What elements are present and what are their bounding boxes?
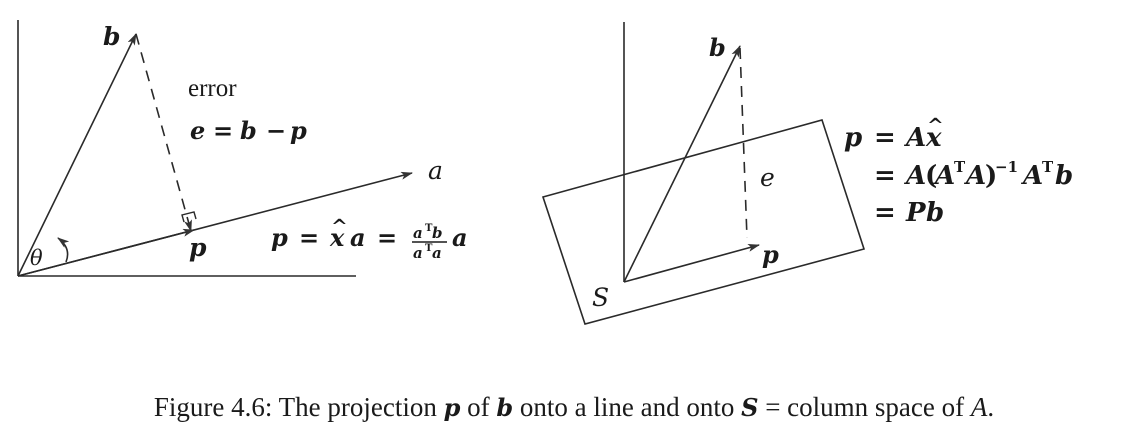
proj-xhat: x	[329, 223, 345, 252]
proj-eq2: =	[377, 223, 397, 252]
r2-A4: A	[1020, 161, 1043, 191]
proj-hat: ^	[331, 214, 348, 238]
r1-p: p	[844, 123, 862, 153]
r2-T1: T	[954, 158, 966, 176]
r1-hat: ^	[927, 113, 944, 137]
projection-formula-right: p = A x ^ = A ( A T A ) −1 A T b = P b	[844, 113, 1073, 228]
theta-angle-arc	[57, 237, 70, 263]
right-diagram	[541, 22, 866, 325]
error-word: error	[188, 75, 237, 102]
r2-open: (	[925, 161, 937, 191]
figure-caption: Figure 4.6: The projection p of b onto a…	[0, 392, 1148, 423]
r2-exp: −1	[995, 158, 1018, 176]
vector-b-right	[623, 45, 741, 283]
frac-den-T: T	[425, 243, 433, 254]
r3-P: P	[905, 198, 927, 228]
projection-p-right	[623, 244, 760, 283]
label-p-left: p	[189, 233, 207, 262]
caption-eq: = column space of	[758, 392, 971, 422]
error-b: b	[240, 116, 257, 145]
r1-eq: =	[874, 123, 896, 153]
error-eq: =	[213, 116, 233, 145]
r2-eq: =	[874, 161, 896, 191]
projection-p-arrow	[17, 228, 195, 277]
plane-S	[541, 119, 866, 325]
caption-S: S	[741, 393, 759, 422]
r2-b: b	[1055, 161, 1073, 191]
label-S: S	[592, 283, 609, 312]
error-dashed-right	[739, 47, 748, 239]
label-p-right: p	[762, 240, 779, 269]
proj-tail-a: a	[452, 223, 468, 252]
label-b-left: b	[103, 22, 120, 51]
proj-p: p	[271, 223, 288, 252]
left-diagram	[17, 20, 413, 277]
caption-end: .	[987, 392, 995, 422]
frac-num-a: a	[413, 224, 423, 242]
proj-eq1: =	[299, 223, 319, 252]
error-dashed-line	[135, 33, 192, 232]
error-e: e	[190, 116, 205, 145]
r1-A: A	[903, 123, 926, 153]
error-minus: −	[266, 116, 286, 145]
r2-A2: A	[932, 161, 955, 191]
left-labels: b a p θ error e = b − p p = x ^ a = a T …	[30, 22, 468, 270]
label-e-right: e	[760, 163, 775, 192]
frac-den-a: a	[413, 244, 423, 262]
r2-T2: T	[1042, 158, 1054, 176]
r2-close: )	[985, 161, 997, 191]
frac-den-a2: a	[432, 244, 442, 262]
error-p: p	[290, 116, 307, 145]
right-angle-marker	[181, 211, 197, 223]
right-labels: b e p S p = A x ^ = A ( A T A ) −1 A T b…	[592, 33, 1073, 312]
caption-p: p	[443, 393, 461, 422]
label-b-right: b	[709, 33, 726, 62]
frac-num-b: b	[432, 224, 443, 242]
r3-eq: =	[874, 198, 896, 228]
caption-b: b	[496, 393, 514, 422]
r3-b: b	[926, 198, 944, 228]
r2-A1: A	[903, 161, 926, 191]
r2-A3: A	[963, 161, 986, 191]
projection-formula-left: p = x ^ a = a T b a T a a	[271, 214, 468, 262]
label-theta: θ	[30, 246, 43, 270]
caption-middle: onto a line and onto	[513, 392, 742, 422]
proj-a: a	[350, 223, 366, 252]
error-formula: e = b − p	[190, 116, 307, 145]
vector-b-arrow	[17, 33, 137, 277]
caption-A: A	[970, 392, 988, 422]
label-a-left: a	[428, 156, 443, 185]
r1-xhat: x	[925, 123, 942, 153]
frac-num-T: T	[425, 223, 433, 234]
caption-of: of	[460, 392, 497, 422]
caption-prefix: Figure 4.6: The projection	[153, 392, 444, 422]
